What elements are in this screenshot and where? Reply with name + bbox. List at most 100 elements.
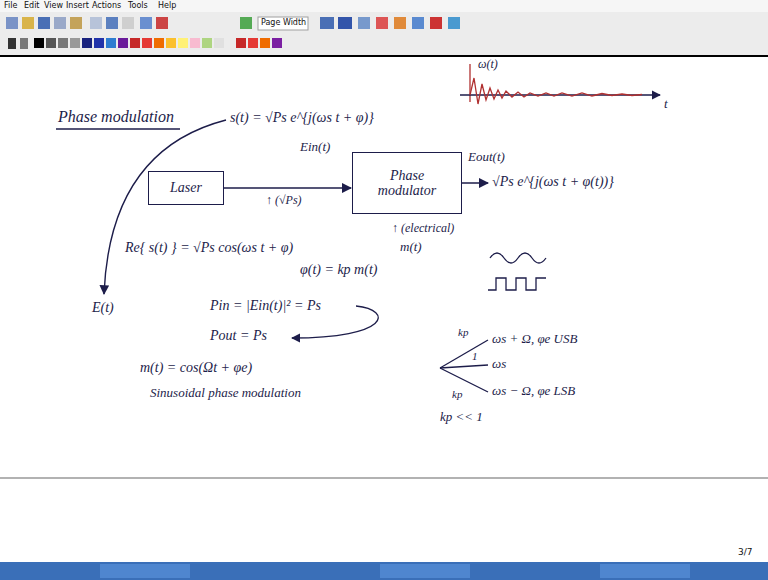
handwritten-note: t [664, 97, 668, 112]
damped-waveform [470, 78, 642, 104]
ui-text: View [44, 1, 63, 10]
swatch [58, 38, 68, 48]
icon [394, 17, 406, 29]
handwritten-note: 1 [472, 350, 478, 363]
swatch [70, 38, 80, 48]
swatch [202, 38, 212, 48]
taskbar-button [600, 564, 690, 578]
ui-text: Help [158, 1, 176, 10]
swatch [214, 38, 224, 48]
handwritten-note: m(t) [400, 240, 422, 255]
pointer-arrow [104, 120, 226, 294]
handwritten-note: kp [452, 388, 462, 401]
box-label: Laser [170, 180, 202, 195]
page-top-edge [0, 55, 768, 57]
swatch [130, 38, 140, 48]
swatch [154, 38, 164, 48]
page-bottom-edge [0, 477, 768, 479]
handwritten-note: kp [458, 326, 468, 339]
swatch [94, 38, 104, 48]
handwritten-note: Ein(t) [300, 140, 330, 155]
handwritten-note: m(t) = cos(Ωt + φe) [140, 360, 252, 376]
toolbar [0, 0, 768, 56]
icon [20, 38, 28, 49]
swatch [106, 38, 116, 48]
handwritten-note: φ(t) = kp m(t) [300, 262, 377, 278]
spectrum-branches [440, 340, 488, 392]
ui-text: Actions [92, 1, 121, 10]
icon [90, 17, 102, 29]
swatch [166, 38, 176, 48]
ui-text: Page Width [261, 18, 306, 27]
icon [6, 17, 18, 29]
process-box: Laser [148, 171, 224, 205]
swatch [142, 38, 152, 48]
handwritten-note: Phase modulation [58, 108, 174, 126]
swatch [260, 38, 270, 48]
swatch [118, 38, 128, 48]
ui-text: File [4, 1, 17, 10]
icon [38, 17, 50, 29]
icon [358, 17, 370, 29]
handwritten-note: ↑ (√Ps) [266, 194, 302, 208]
swatch [82, 38, 92, 48]
toolbar-icons [6, 17, 460, 30]
icon [430, 17, 442, 29]
handwritten-note: Sinusoidal phase modulation [150, 386, 301, 401]
menu-bar [0, 0, 768, 12]
signal-arrow [224, 187, 351, 189]
icon [156, 17, 168, 29]
taskbar-button [100, 564, 190, 578]
color-palette [8, 38, 282, 49]
swatch [248, 38, 258, 48]
branch-line [440, 340, 488, 368]
zoom-dropdown [258, 17, 308, 30]
axis [469, 64, 470, 102]
handwritten-note: s(t) = √Ps e^{j(ωs t + φ)} [230, 110, 374, 126]
icon [70, 17, 82, 29]
ui-text: 3/7 [738, 547, 752, 557]
handwritten-note: Pin = |Ein(t)|² = Ps [210, 298, 321, 314]
box-label: Phase modulator [361, 168, 453, 199]
swatch [34, 38, 44, 48]
square-wave-sketch [488, 278, 546, 290]
taskbar-button [380, 564, 470, 578]
ui-text: Insert [66, 1, 89, 10]
handwritten-note: E(t) [92, 300, 114, 316]
handwritten-note: Eout(t) [468, 150, 505, 165]
icon [54, 17, 66, 29]
icon [140, 17, 152, 29]
handwritten-note: ωs − Ω, φe LSB [492, 384, 575, 399]
sine-sketch [490, 253, 546, 263]
swatch [272, 38, 282, 48]
handwritten-note: √Ps e^{j(ωs t + φ(t))} [492, 174, 614, 190]
handwritten-note: ↑ (electrical) [392, 222, 454, 236]
handwritten-note: ω(t) [478, 58, 498, 72]
underline [56, 128, 180, 129]
process-box: Phase modulator [352, 152, 462, 214]
swatch [190, 38, 200, 48]
handwritten-note: ωs [492, 357, 506, 372]
icon [106, 17, 118, 29]
handwritten-note: kp << 1 [440, 410, 483, 425]
icon [240, 17, 252, 29]
icon [320, 17, 334, 29]
icon [122, 17, 134, 29]
icon [376, 17, 388, 29]
icon [338, 17, 352, 29]
branch-line [440, 365, 488, 368]
swatch [178, 38, 188, 48]
ui-text: Edit [24, 1, 40, 10]
taskbar [0, 562, 768, 580]
ui-text: Tools [128, 1, 148, 10]
icon [412, 17, 424, 29]
icon [448, 17, 460, 29]
branch-line [440, 368, 488, 392]
swatch [236, 38, 246, 48]
swatch [46, 38, 56, 48]
icon [22, 17, 34, 29]
handwritten-note: Re{ s(t) } = √Ps cos(ωs t + φ) [125, 240, 293, 256]
